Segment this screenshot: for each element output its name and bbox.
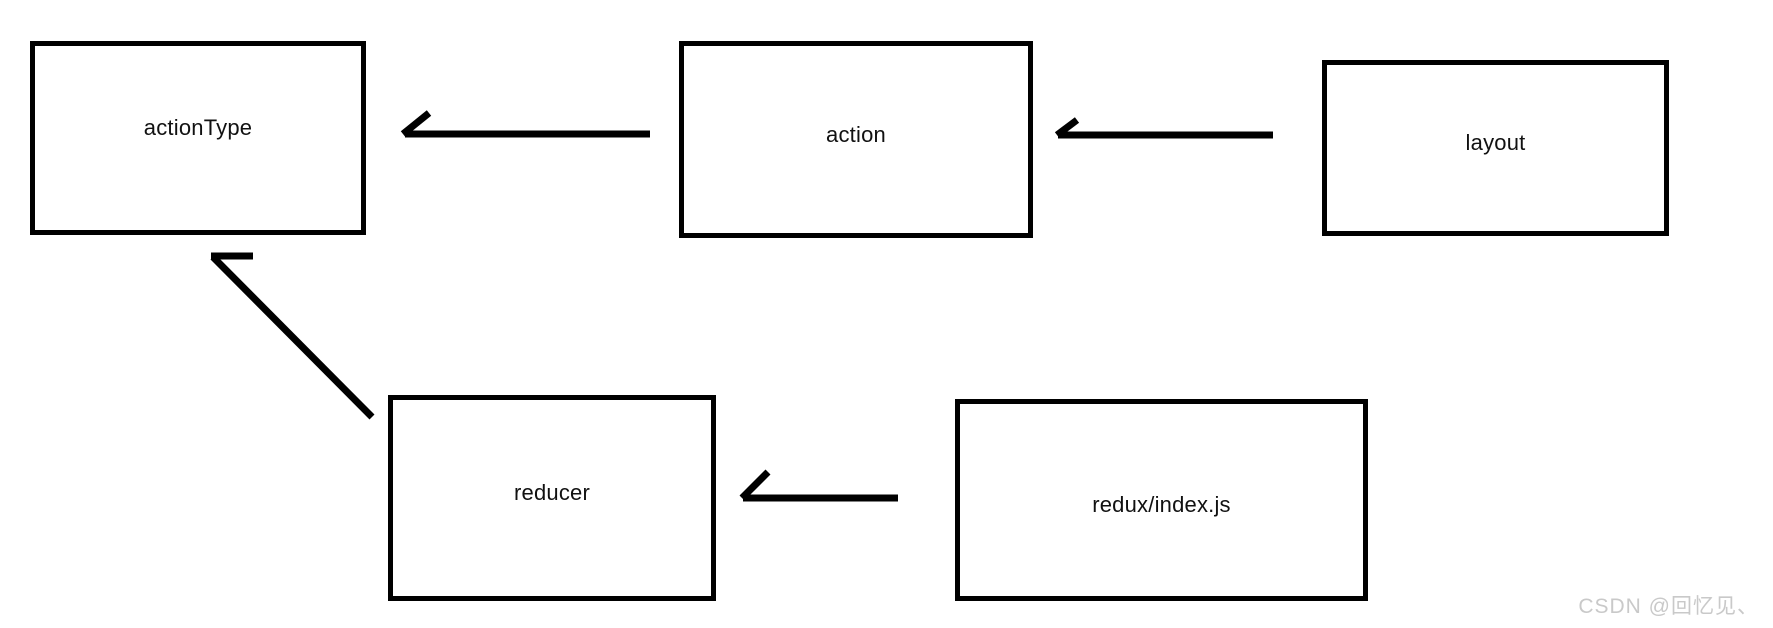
- node-actiontype[interactable]: actionType: [30, 41, 366, 235]
- node-actiontype-label: actionType: [143, 115, 253, 140]
- node-action[interactable]: action: [679, 41, 1033, 238]
- arrow-action-to-actionType: [400, 110, 650, 138]
- arrow-reducer-to-actionType: [210, 252, 375, 420]
- node-layout-label: layout: [1465, 130, 1526, 155]
- node-layout[interactable]: layout: [1322, 60, 1669, 236]
- arrow-layout-to-action: [1054, 117, 1273, 139]
- arrow-reduxindex-to-reducer: [739, 469, 898, 502]
- node-reducer-label: reducer: [514, 480, 590, 505]
- node-redux-index[interactable]: redux/index.js: [955, 399, 1368, 601]
- csdn-watermark: CSDN @回忆见、: [1578, 595, 1759, 618]
- node-reducer[interactable]: reducer: [388, 395, 716, 601]
- node-action-label: action: [826, 121, 886, 147]
- node-redux-index-label: redux/index.js: [1092, 492, 1231, 517]
